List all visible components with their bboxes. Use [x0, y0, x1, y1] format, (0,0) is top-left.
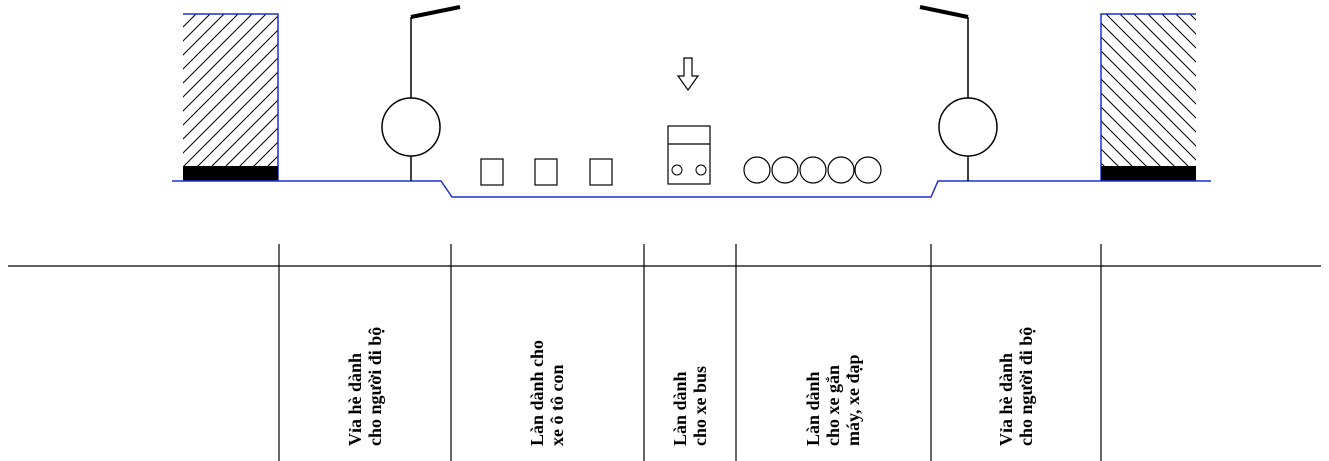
hatched-building-icon	[183, 13, 279, 181]
motorbike-icon	[743, 156, 771, 184]
bus-icon	[667, 125, 711, 185]
car-icon	[589, 158, 613, 186]
lane-label-line: Vỉa hè dành	[996, 353, 1016, 446]
lane-label-line: Làn dành	[670, 371, 690, 446]
lane-label-line: cho xe bus	[690, 366, 710, 446]
motorbike-icon	[771, 156, 799, 184]
lane-label-line: Làn dành	[803, 371, 823, 446]
car-icon	[480, 158, 504, 186]
road-surface-outline	[172, 180, 1211, 198]
motorbike-icon	[827, 156, 855, 184]
down-arrow-icon	[676, 57, 700, 92]
lane-label-line: Vỉa hè dành	[345, 353, 365, 446]
left-foundation	[183, 166, 278, 181]
right-foundation	[1101, 166, 1196, 181]
car-icon	[534, 158, 558, 186]
lane-label-line: máy, xe đạp	[843, 354, 863, 446]
motorbike-icon	[799, 156, 827, 184]
lane-label-line: cho người đi bộ	[365, 327, 385, 446]
tree-icon	[381, 97, 441, 181]
lane-label-line: Làn dành cho	[527, 340, 547, 446]
hatched-building-icon	[1100, 13, 1196, 181]
street-lamp-icon	[410, 5, 461, 98]
column-dividers	[278, 244, 1102, 461]
lane-label-line: xe ô tô con	[547, 365, 567, 446]
street-lamp-icon	[919, 5, 969, 98]
lane-label-line: cho xe gắn	[823, 365, 843, 446]
tree-icon	[938, 97, 998, 181]
lane-label-line: cho người đi bộ	[1016, 327, 1036, 446]
motorbike-icon	[854, 156, 882, 184]
